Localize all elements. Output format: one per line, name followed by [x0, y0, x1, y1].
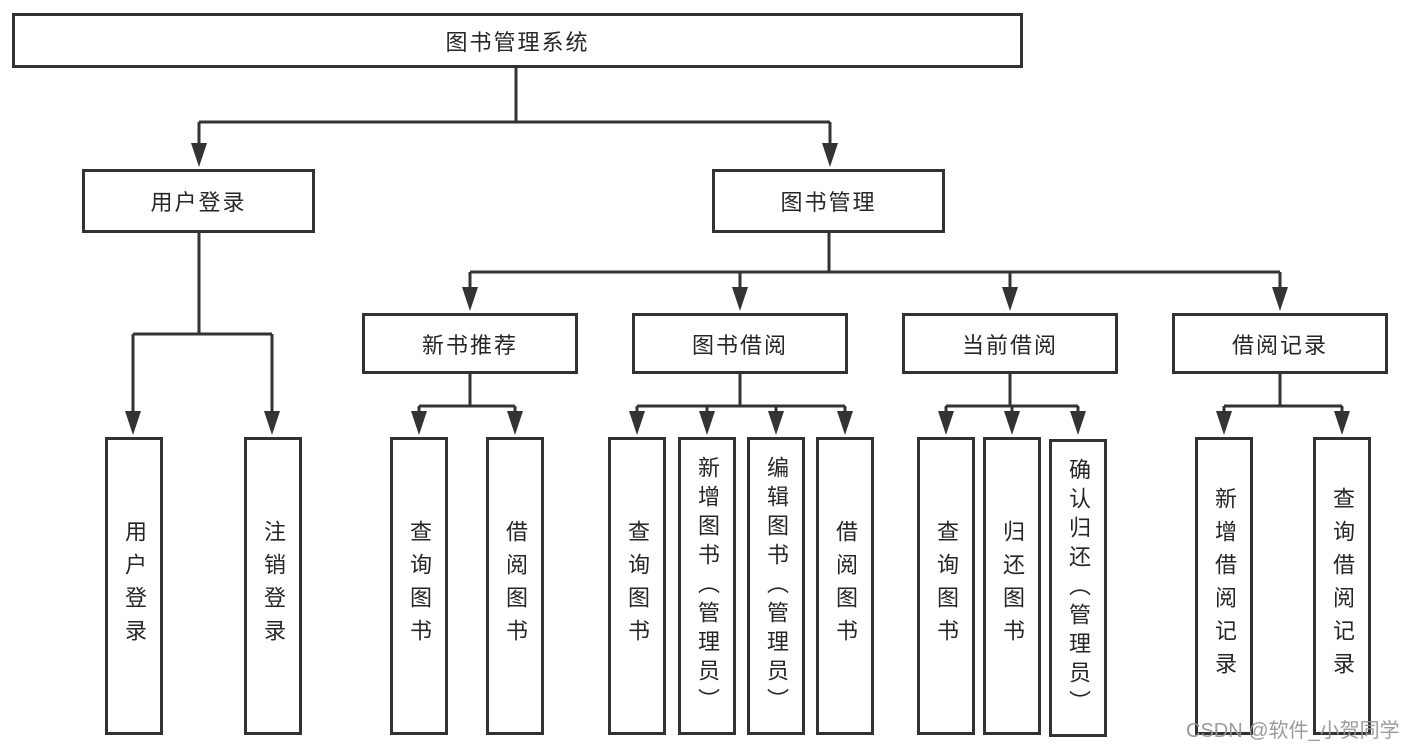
node-label: 图书管理系统 — [445, 29, 590, 55]
node-label: 借阅图书 — [833, 520, 858, 652]
node-current-borrow: 当前借阅 — [902, 313, 1118, 374]
leaf-return-books: 归还图书 — [983, 437, 1041, 735]
node-label: 确认归还（管理员） — [1066, 457, 1091, 719]
leaf-borrow-books-2: 借阅图书 — [816, 437, 874, 735]
node-label: 借阅图书 — [503, 520, 528, 652]
node-label: 查询图书 — [934, 520, 959, 652]
leaf-confirm-return-admin: 确认归还（管理员） — [1049, 439, 1107, 737]
node-borrow-records: 借阅记录 — [1172, 313, 1388, 374]
node-label: 查询图书 — [407, 520, 432, 652]
leaf-query-books-2: 查询图书 — [608, 437, 666, 735]
node-new-book-recommend: 新书推荐 — [362, 313, 578, 374]
leaf-add-borrow-record: 新增借阅记录 — [1195, 437, 1253, 735]
leaf-query-borrow-record: 查询借阅记录 — [1313, 437, 1371, 735]
node-label: 图书管理 — [780, 190, 877, 215]
node-label: 查询图书 — [625, 520, 650, 652]
leaf-logout: 注销登录 — [244, 437, 302, 735]
node-label: 用户登录 — [150, 190, 247, 215]
node-label: 注销登录 — [261, 520, 286, 652]
node-label: 新书推荐 — [421, 332, 518, 358]
leaf-user-login: 用户登录 — [105, 437, 163, 735]
csdn-watermark: CSDN @软件_小贺同学 — [1186, 720, 1400, 742]
leaf-query-books-3: 查询图书 — [917, 437, 975, 735]
node-book-management: 图书管理 — [712, 169, 945, 233]
node-label: 用户登录 — [122, 520, 147, 652]
leaf-query-books-1: 查询图书 — [390, 437, 448, 735]
leaf-add-books-admin: 新增图书（管理员） — [678, 437, 736, 735]
node-library-management-system: 图书管理系统 — [12, 13, 1023, 68]
node-book-borrow: 图书借阅 — [632, 313, 848, 374]
node-label: 新增图书（管理员） — [695, 455, 720, 717]
node-user-login: 用户登录 — [82, 169, 315, 233]
node-label: 归还图书 — [1000, 520, 1025, 652]
node-label: 编辑图书（管理员） — [764, 455, 789, 717]
arrowheads — [125, 143, 1350, 435]
leaf-borrow-books-1: 借阅图书 — [486, 437, 544, 735]
node-label: 图书借阅 — [691, 332, 788, 358]
leaf-edit-books-admin: 编辑图书（管理员） — [747, 437, 805, 735]
node-label: 当前借阅 — [961, 332, 1058, 358]
node-label: 借阅记录 — [1231, 332, 1328, 358]
node-label: 新增借阅记录 — [1212, 487, 1237, 685]
node-label: 查询借阅记录 — [1330, 487, 1355, 685]
